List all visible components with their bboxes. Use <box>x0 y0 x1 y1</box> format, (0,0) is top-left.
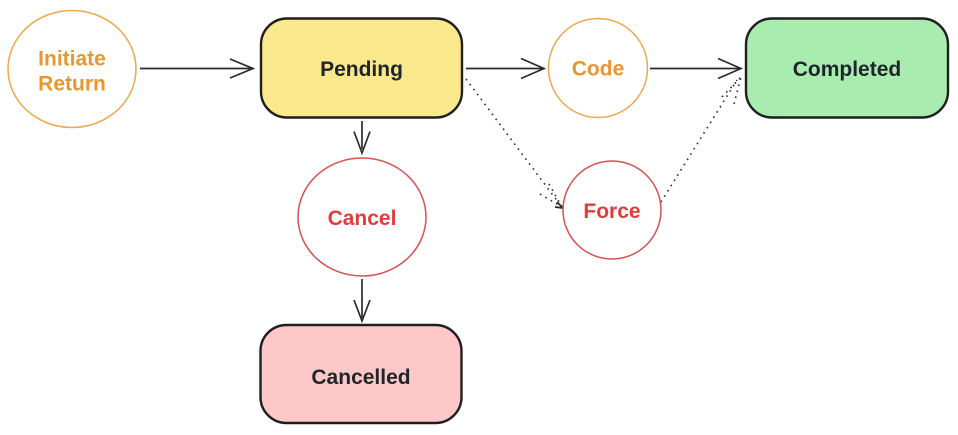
node-cancel: Cancel <box>297 157 427 277</box>
completed-box <box>744 17 950 119</box>
cancelled-box <box>259 323 463 425</box>
initiate-return-label-line1: Initiate <box>38 48 106 71</box>
completed-label: Completed <box>793 58 902 81</box>
edge-code-to-completed <box>650 57 744 80</box>
initiate-return-label-line2: Return <box>38 73 106 96</box>
edge-force-to-completed <box>660 76 742 203</box>
edges <box>140 57 744 324</box>
edge-pending-to-code <box>466 57 547 80</box>
node-completed: Completed <box>744 17 950 119</box>
force-label: Force <box>583 200 640 223</box>
node-code: Code <box>547 17 649 119</box>
cancelled-label: Cancelled <box>311 366 410 389</box>
code-circle <box>547 17 649 119</box>
node-pending: Pending <box>259 17 464 119</box>
pending-box <box>259 17 464 119</box>
cancel-circle <box>297 157 427 277</box>
initiate-return-circle <box>7 9 137 129</box>
cancel-label: Cancel <box>328 207 397 230</box>
edge-cancel-to-cancelled <box>353 279 371 324</box>
edge-initiate-return-to-pending <box>140 58 256 79</box>
force-circle <box>562 160 662 260</box>
node-force: Force <box>562 160 662 260</box>
code-label: Code <box>572 58 625 81</box>
pending-label: Pending <box>320 58 403 81</box>
edge-pending-to-cancel <box>353 121 371 156</box>
node-cancelled: Cancelled <box>259 323 463 425</box>
edge-pending-to-force <box>465 78 566 210</box>
node-initiate-return: Initiate Return <box>7 9 137 129</box>
